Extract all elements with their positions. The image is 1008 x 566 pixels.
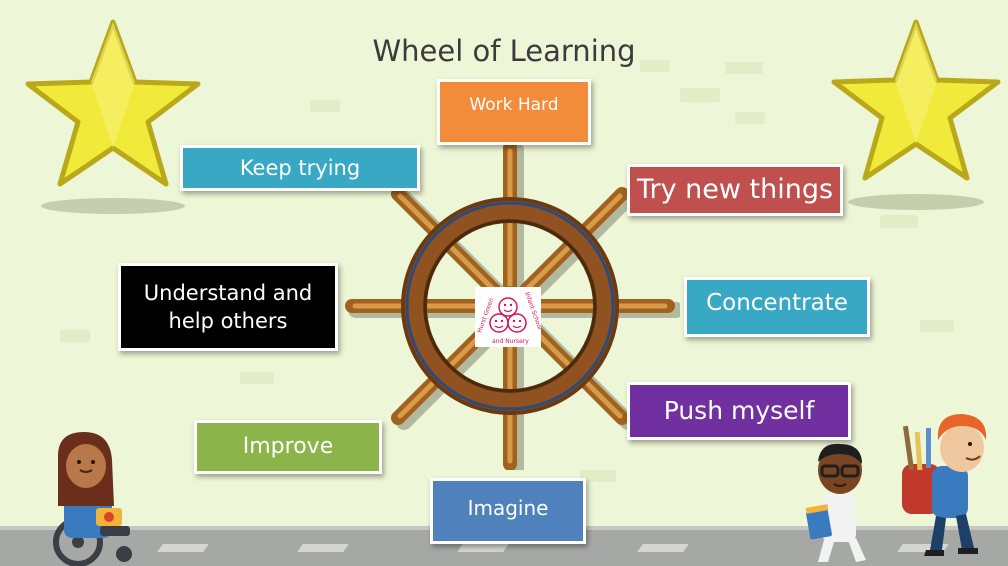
label-imagine-text: Imagine <box>467 496 549 520</box>
label-concentrate-text: Concentrate <box>706 290 848 316</box>
child-books-illustration <box>805 443 866 562</box>
label-imagine: Imagine <box>430 478 586 544</box>
label-keep-trying: Keep trying <box>180 145 420 191</box>
child-backpack-illustration <box>902 414 987 556</box>
school-logo-icon: Hurst Green Infant School and Nursery <box>476 291 543 345</box>
label-understand-line2: help others <box>168 309 288 333</box>
label-improve-text: Improve <box>242 434 334 460</box>
road-mark <box>637 544 689 552</box>
label-try-new-things: Try new things <box>627 164 843 216</box>
road-mark <box>297 544 349 552</box>
label-understand-help-others: Understand and help others <box>118 263 338 351</box>
label-improve: Improve <box>194 420 382 474</box>
label-work-hard: Work Hard <box>437 79 591 145</box>
label-keep-trying-text: Keep trying <box>239 155 361 180</box>
label-concentrate: Concentrate <box>684 277 870 337</box>
road-mark <box>457 544 509 552</box>
label-work-hard-text: Work Hard <box>469 95 559 115</box>
school-logo: Hurst Green Infant School and Nursery <box>475 287 543 347</box>
label-try-new-things-text: Try new things <box>636 173 834 205</box>
child-wheelchair-illustration <box>53 432 132 566</box>
star-icon <box>831 19 1001 210</box>
star-icon <box>25 19 201 214</box>
label-understand-line1: Understand and <box>143 280 313 305</box>
label-push-myself-text: Push myself <box>663 396 815 426</box>
road-mark <box>157 544 209 552</box>
label-push-myself: Push myself <box>627 382 851 440</box>
logo-text-bottom: and Nursery <box>492 338 529 345</box>
page-title: Wheel of Learning <box>372 34 636 68</box>
